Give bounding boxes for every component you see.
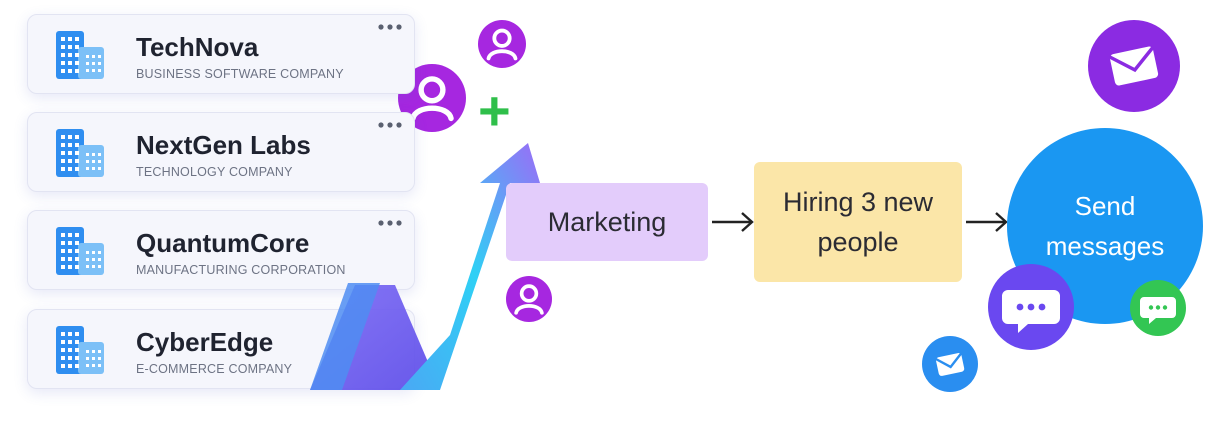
company-type: E-COMMERCE COMPANY: [136, 362, 293, 376]
mail-icon: [1088, 20, 1180, 112]
chat-bubble-icon: [988, 264, 1074, 350]
company-name: NextGen Labs: [136, 130, 311, 160]
company-name: CyberEdge: [136, 327, 274, 357]
arrow-connector: [966, 212, 1008, 232]
mail-icon: [922, 336, 978, 392]
chat-bubble-icon: [1130, 280, 1186, 336]
building-icon: [54, 225, 106, 277]
send-messages-label: Send messages: [1045, 191, 1165, 261]
company-card-quantumcore[interactable]: QuantumCore MANUFACTURING CORPORATION: [27, 210, 415, 290]
user-avatar-icon: [478, 20, 526, 68]
plus-icon: +: [478, 79, 511, 142]
company-name: QuantumCore: [136, 228, 310, 258]
company-card-technova[interactable]: TechNova BUSINESS SOFTWARE COMPANY: [27, 14, 415, 94]
company-type: TECHNOLOGY COMPANY: [136, 165, 293, 179]
company-card-nextgen-labs[interactable]: NextGen Labs TECHNOLOGY COMPANY: [27, 112, 415, 192]
hiring-box: Hiring 3 new people: [754, 162, 962, 282]
marketing-box: Marketing: [506, 183, 708, 261]
company-type: MANUFACTURING CORPORATION: [136, 263, 346, 277]
building-icon: [54, 127, 106, 179]
more-dots-icon[interactable]: [376, 117, 404, 133]
company-name: TechNova: [136, 32, 259, 62]
building-icon: [54, 324, 106, 376]
more-dots-icon[interactable]: [376, 19, 404, 35]
growth-arrow-icon: [310, 143, 540, 390]
arrow-connector: [712, 212, 754, 232]
building-icon: [54, 29, 106, 81]
company-type: BUSINESS SOFTWARE COMPANY: [136, 67, 344, 81]
